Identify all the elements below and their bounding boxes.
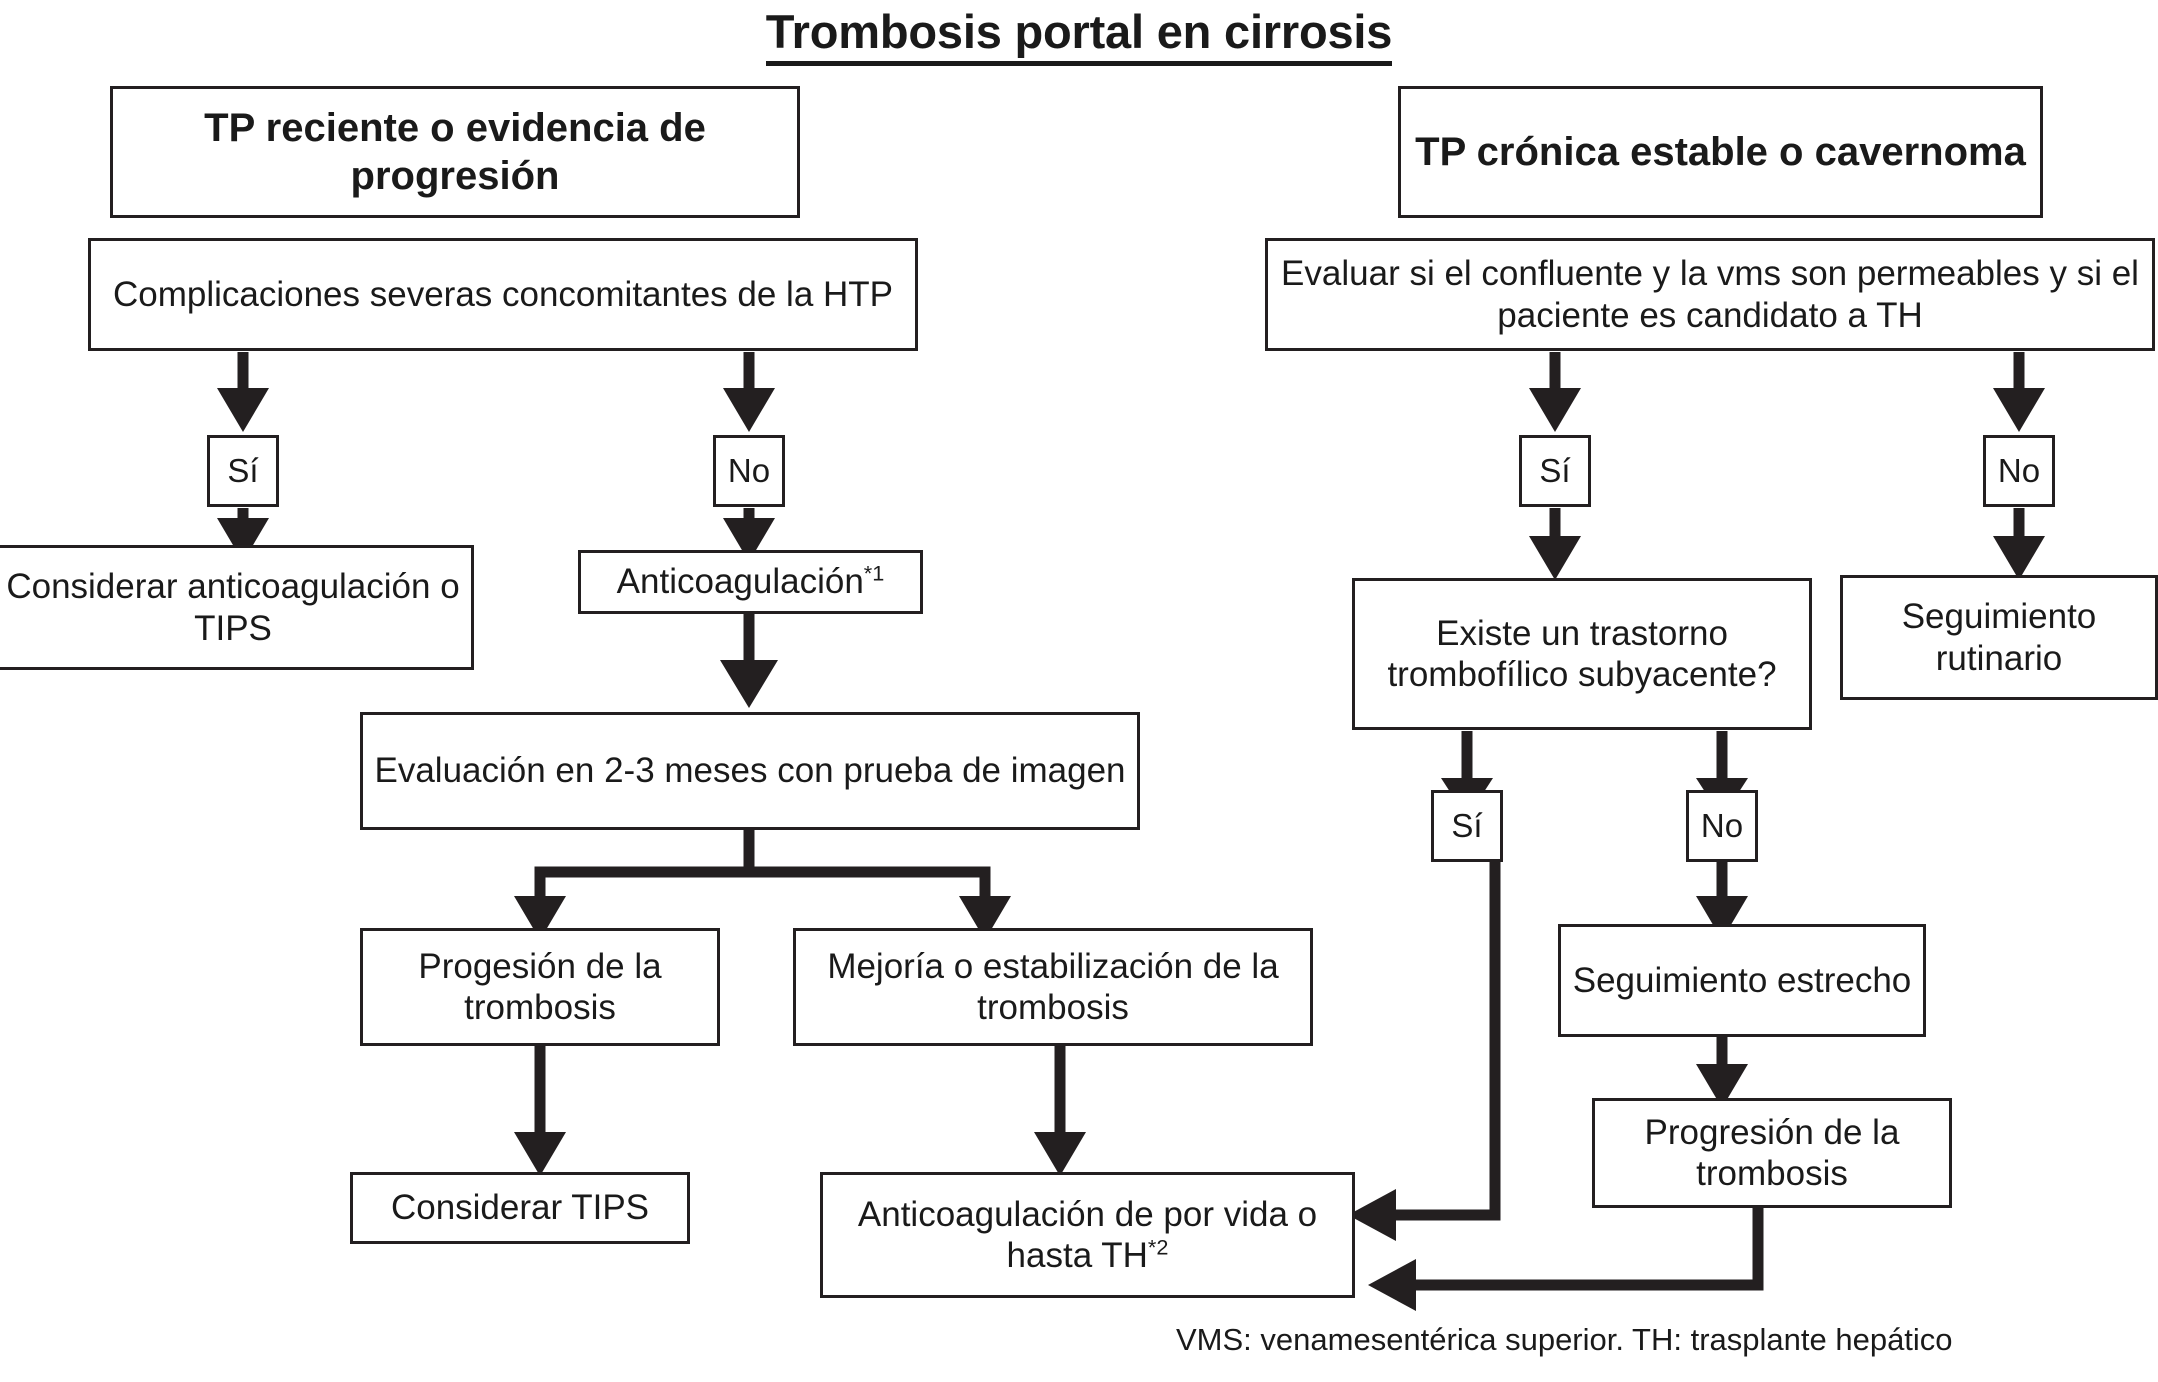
footnote-marker-1: *1 bbox=[863, 560, 885, 586]
thrombophilia-no-label: No bbox=[1686, 790, 1758, 862]
left-branch-question: Complicaciones severas concomitantes de … bbox=[88, 238, 918, 351]
thrombophilia-yes-label: Sí bbox=[1431, 790, 1503, 862]
left-branch-no-label: No bbox=[713, 435, 785, 507]
left-branch-progression-outcome: Considerar TIPS bbox=[350, 1172, 690, 1244]
left-branch-yes-label: Sí bbox=[207, 435, 279, 507]
left-branch-yes-outcome: Considerar anticoagulación o TIPS bbox=[0, 545, 474, 670]
footnote-marker-2: *2 bbox=[1147, 1234, 1169, 1260]
page-title: Trombosis portal en cirrosis bbox=[0, 4, 2158, 66]
lifelong-anticoagulation-box: Anticoagulación de por vida o hasta TH*2 bbox=[820, 1172, 1355, 1298]
right-branch-yes-label: Sí bbox=[1519, 435, 1591, 507]
right-branch-question: Evaluar si el confluente y la vms son pe… bbox=[1265, 238, 2155, 351]
left-branch-progression: Progesión de la trombosis bbox=[360, 928, 720, 1046]
left-branch-evaluation: Evaluación en 2-3 meses con prueba de im… bbox=[360, 712, 1140, 830]
right-branch-header: TP crónica estable o cavernoma bbox=[1398, 86, 2043, 218]
right-branch-progression: Progresión de la trombosis bbox=[1592, 1098, 1952, 1208]
left-branch-no-outcome: Anticoagulación*1 bbox=[578, 550, 923, 614]
right-branch-no-label: No bbox=[1983, 435, 2055, 507]
left-branch-header: TP reciente o evidencia de progresión bbox=[110, 86, 800, 218]
right-branch-no-outcome: Seguimiento rutinario bbox=[1840, 575, 2158, 700]
legend-footnote: VMS: venamesentérica superior. TH: trasp… bbox=[1176, 1322, 1953, 1357]
page-title-text: Trombosis portal en cirrosis bbox=[765, 5, 1392, 66]
thrombophilia-question: Existe un trastorno trombofílico subyace… bbox=[1352, 578, 1812, 730]
left-branch-improvement: Mejoría o estabilización de la trombosis bbox=[793, 928, 1313, 1046]
close-followup-box: Seguimiento estrecho bbox=[1558, 924, 1926, 1037]
